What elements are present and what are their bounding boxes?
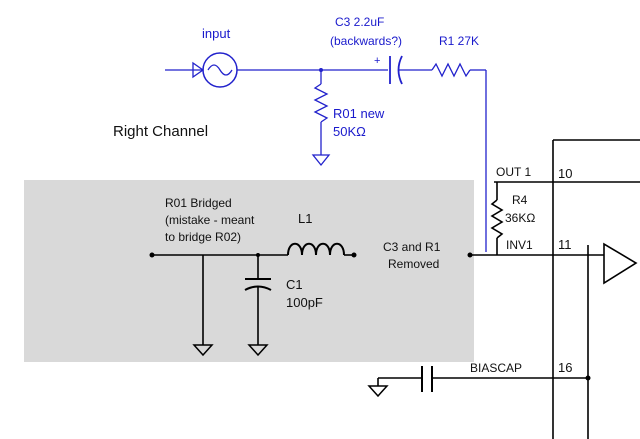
- pin11-label: 11: [558, 237, 572, 252]
- input-label: input: [202, 26, 231, 41]
- c3-capacitor-icon: [389, 55, 403, 85]
- ac-source-icon: [202, 52, 238, 88]
- c1-value-label: 100pF: [286, 295, 323, 310]
- out1-label: OUT 1: [496, 165, 531, 179]
- l1-inductor-icon: [287, 242, 345, 256]
- bridged-region: [24, 180, 474, 362]
- biascap-capacitor-icon: [421, 366, 433, 392]
- pin10-label: 10: [558, 166, 572, 181]
- bridged-label-1: R01 Bridged: [165, 196, 232, 210]
- bridged-label-3: to bridge R02): [165, 230, 241, 244]
- bridged-circuit: [149, 242, 604, 357]
- ground-icon: [247, 344, 269, 357]
- ground-icon: [367, 385, 389, 398]
- ic-section: [367, 139, 640, 439]
- r01-resistor-icon: [313, 83, 329, 123]
- input-arrow-icon: [192, 61, 205, 79]
- input-section: [165, 52, 487, 252]
- opamp-icon: [603, 242, 638, 285]
- ground-icon: [311, 154, 331, 167]
- pin16-label: 16: [558, 360, 572, 375]
- r01-new-label: R01 new: [333, 106, 385, 121]
- node-left: [149, 252, 155, 258]
- c3-plus-label: +: [374, 55, 380, 67]
- node-right: [351, 252, 357, 258]
- ground-icon: [192, 344, 214, 357]
- r01-value-label: 50KΩ: [333, 124, 366, 139]
- c1-label: C1: [286, 277, 303, 292]
- r4-label: R4: [512, 193, 528, 207]
- r1-resistor-icon: [431, 62, 471, 78]
- c3-note-label: (backwards?): [330, 34, 402, 48]
- c3-value-label: C3 2.2uF: [335, 15, 384, 29]
- r4-resistor-icon: [490, 199, 504, 239]
- removed-label-1: C3 and R1: [383, 240, 441, 254]
- r1-value-label: R1 27K: [439, 34, 479, 48]
- inv1-label: INV1: [506, 238, 533, 252]
- biascap-label: BIASCAP: [470, 361, 522, 375]
- bridged-label-2: (mistake - meant: [165, 213, 255, 227]
- biascap-node: [585, 375, 591, 381]
- removed-label-2: Removed: [388, 257, 439, 271]
- channel-label: Right Channel: [113, 123, 208, 140]
- l1-label: L1: [298, 211, 312, 226]
- r4-value-label: 36KΩ: [505, 211, 535, 225]
